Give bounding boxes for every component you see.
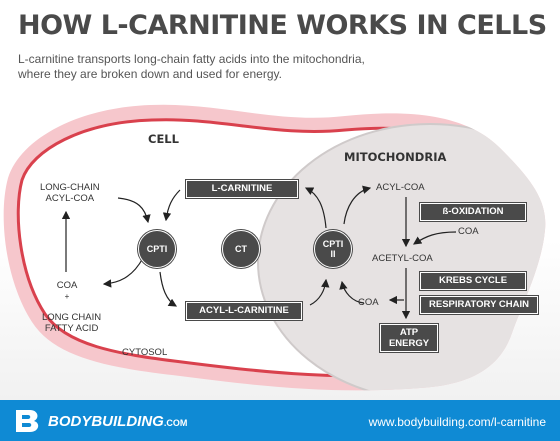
krebs-cycle-box: KREBS CYCLE [420, 272, 526, 290]
subtitle-line-2: where they are broken down and used for … [18, 67, 282, 81]
bodybuilding-logo-icon [16, 410, 39, 432]
mitochondria-label: MITOCHONDRIA [344, 150, 447, 164]
acyl-coa-label: ACYL-COA [376, 182, 425, 193]
coa-right-top-label: COA [458, 226, 479, 237]
subtitle-line-1: L-carnitine transports long-chain fatty … [18, 52, 365, 66]
brand-name: BODYBUILDING.COM [48, 413, 188, 430]
cytosol-label: CYTOSOL [122, 347, 168, 358]
acetyl-coa-label: ACETYL-COA [372, 253, 433, 264]
respiratory-chain-box: RESPIRATORY CHAIN [420, 296, 538, 314]
page-title: HOW L-CARNITINE WORKS IN CELLS [18, 10, 547, 41]
cpt1-node: CPTI [138, 230, 176, 268]
l-carnitine-box: L-CARNITINE [186, 180, 298, 198]
coa-right-bottom-label: COA [358, 297, 379, 308]
footer-bar: BODYBUILDING.COM www.bodybuilding.com/l-… [0, 400, 560, 441]
coa-left-label: COA+ [56, 280, 78, 301]
beta-oxidation-box: ß-OXIDATION [420, 203, 526, 221]
ct-node: CT [222, 230, 260, 268]
footer-url[interactable]: www.bodybuilding.com/l-carnitine [368, 415, 546, 429]
acyl-l-carnitine-box: ACYL-L-CARNITINE [186, 302, 302, 320]
cell-diagram [3, 104, 546, 391]
cell-label: CELL [148, 132, 179, 146]
